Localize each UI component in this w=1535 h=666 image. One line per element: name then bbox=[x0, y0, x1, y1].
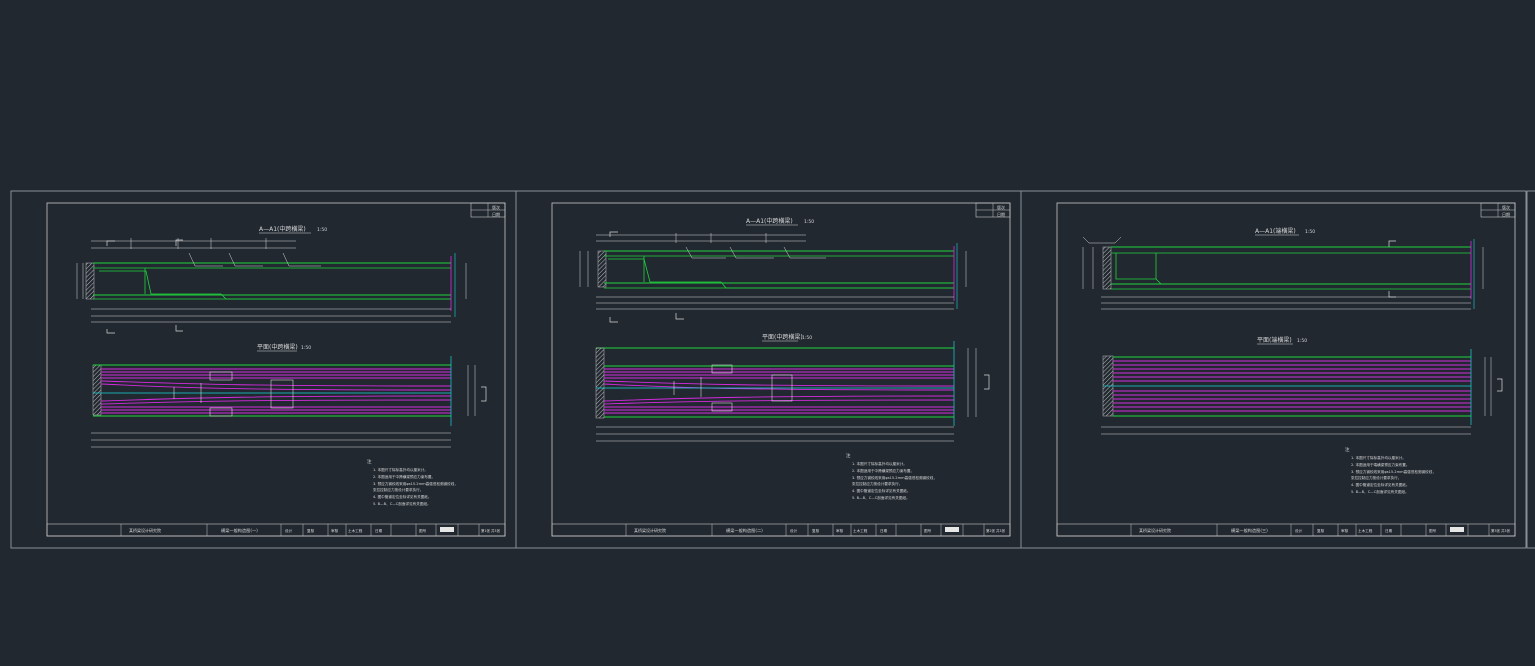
note-line-6: 5. B—B、C—C剖面详见有关图纸。 bbox=[852, 495, 910, 500]
title-cell-3: 审核 bbox=[836, 528, 844, 533]
title-sheet-no: 第3张 共3张 bbox=[1491, 528, 1511, 533]
plan-scale: 1:50 bbox=[1297, 338, 1307, 344]
plan-title: 平面(端横梁) bbox=[1257, 336, 1292, 344]
title-drawing-name: 横梁一般构造图(三) bbox=[1231, 527, 1268, 534]
note-line-3: 3. 预应力钢绞线采用φs15.2mm高强低松弛钢绞线， bbox=[373, 481, 458, 486]
title-drawing-name: 横梁一般构造图(二) bbox=[726, 527, 763, 534]
sheet-paper-border bbox=[10, 190, 517, 549]
title-company: 某桥梁设计研究院 bbox=[634, 527, 666, 533]
corner-label-2: 日期 bbox=[492, 211, 500, 217]
title-cell-2: 复核 bbox=[812, 528, 820, 533]
title-cell-2: 复核 bbox=[1317, 528, 1325, 533]
revision-corner-box: 版次 日期 bbox=[1480, 202, 1516, 218]
notes-heading: 注 bbox=[1345, 446, 1350, 453]
title-sheet-no: 第2张 共3张 bbox=[986, 528, 1006, 533]
section-view bbox=[579, 231, 967, 323]
title-cell-4: 土木工程 bbox=[853, 528, 868, 533]
drawing-frame bbox=[551, 202, 1011, 537]
note-line-6: 5. B—B、C—C剖面详见有关图纸。 bbox=[1351, 489, 1409, 494]
layout-sheet-2[interactable]: 版次 日期 A—A1(中跨横梁) 1:50 bbox=[515, 190, 1022, 549]
title-cell-1: 设计 bbox=[790, 528, 798, 533]
note-line-5: 4. 图中管道定位坐标详见有关图纸。 bbox=[852, 488, 910, 493]
plan-scale: 1:50 bbox=[301, 345, 311, 351]
sheet-paper-border bbox=[515, 190, 1022, 549]
layout-sheet-1[interactable]: 版次 日期 A—A1(中跨横梁) 1:50 bbox=[10, 190, 517, 549]
title-cell-6: 图号 bbox=[924, 528, 932, 533]
title-block: 某桥梁设计研究院 横梁一般构造图(三) 设计 复核 审核 土木工程 日期 图号 … bbox=[1056, 523, 1516, 537]
title-block: 某桥梁设计研究院 横梁一般构造图(一) 设计 复核 审核 土木工程 日期 图号 … bbox=[46, 523, 506, 537]
notes-block: 注 1. 本图尺寸除标高外均以厘米计。 2. 本图适用于中跨横梁预应力束布置。 … bbox=[846, 452, 937, 500]
note-line-3: 3. 预应力钢绞线采用φs15.2mm高强低松弛钢绞线， bbox=[852, 475, 937, 480]
title-cell-5: 日期 bbox=[375, 528, 383, 533]
section-title: A—A1(中跨横梁) bbox=[259, 225, 306, 233]
drawing-frame bbox=[46, 202, 506, 537]
note-line-1: 1. 本图尺寸除标高外均以厘米计。 bbox=[852, 461, 907, 466]
plan-title: 平面(中跨横梁) bbox=[257, 343, 298, 351]
plan-view bbox=[1101, 349, 1503, 435]
title-cell-6: 图号 bbox=[1429, 528, 1437, 533]
section-title: A—A1(端横梁) bbox=[1255, 227, 1296, 235]
note-line-4: 张拉控制应力按设计要求执行。 bbox=[852, 481, 902, 486]
title-cell-3: 审核 bbox=[331, 528, 339, 533]
title-cell-4: 土木工程 bbox=[1358, 528, 1373, 533]
note-line-4: 张拉控制应力按设计要求执行。 bbox=[373, 487, 423, 492]
title-cell-4: 土木工程 bbox=[348, 528, 363, 533]
title-drawing-name: 横梁一般构造图(一) bbox=[221, 527, 258, 534]
title-sheet-no: 第1张 共3张 bbox=[481, 528, 501, 533]
note-line-3: 3. 预应力钢绞线采用φs15.2mm高强低松弛钢绞线， bbox=[1351, 469, 1436, 474]
section-scale: 1:50 bbox=[317, 227, 327, 233]
notes-heading: 注 bbox=[846, 452, 851, 459]
title-company: 某桥梁设计研究院 bbox=[1139, 527, 1171, 533]
sheet-paper-border bbox=[1020, 190, 1527, 549]
plan-title: 平面(中跨横梁) bbox=[762, 333, 803, 341]
notes-block: 注 1. 本图尺寸除标高外均以厘米计。 2. 本图适用于端横梁预应力束布置。 3… bbox=[1345, 446, 1436, 494]
title-cell-5: 日期 bbox=[880, 528, 888, 533]
title-cell-2: 复核 bbox=[307, 528, 315, 533]
plan-view bbox=[91, 356, 487, 448]
corner-label-1: 版次 bbox=[492, 204, 500, 210]
section-title: A—A1(中跨横梁) bbox=[746, 217, 793, 225]
title-cell-1: 设计 bbox=[1295, 528, 1303, 533]
note-line-2: 2. 本图适用于中跨横梁预应力束布置。 bbox=[373, 474, 435, 479]
layout-sheet-3[interactable]: 版次 日期 A—A1(端横梁) 1:50 平面(端横 bbox=[1020, 190, 1527, 549]
notes-heading: 注 bbox=[367, 458, 372, 465]
title-company: 某桥梁设计研究院 bbox=[129, 527, 161, 533]
section-scale: 1:50 bbox=[1305, 229, 1315, 235]
plan-view bbox=[595, 341, 990, 442]
note-line-4: 张拉控制应力按设计要求执行。 bbox=[1351, 475, 1401, 480]
revision-corner-box: 版次 日期 bbox=[975, 202, 1011, 218]
title-cell-3: 审核 bbox=[1341, 528, 1349, 533]
corner-label-1: 版次 bbox=[997, 204, 1005, 210]
section-scale: 1:50 bbox=[804, 219, 814, 225]
section-view bbox=[1082, 236, 1484, 310]
note-line-5: 4. 图中管道定位坐标详见有关图纸。 bbox=[373, 494, 431, 499]
note-line-1: 1. 本图尺寸除标高外均以厘米计。 bbox=[1351, 455, 1406, 460]
title-block: 某桥梁设计研究院 横梁一般构造图(二) 设计 复核 审核 土木工程 日期 图号 … bbox=[551, 523, 1011, 537]
note-line-2: 2. 本图适用于端横梁预应力束布置。 bbox=[1351, 462, 1409, 467]
corner-label-2: 日期 bbox=[997, 211, 1005, 217]
title-cell-6: 图号 bbox=[419, 528, 427, 533]
revision-corner-box: 版次 日期 bbox=[470, 202, 506, 218]
title-cell-5: 日期 bbox=[1385, 528, 1393, 533]
note-line-1: 1. 本图尺寸除标高外均以厘米计。 bbox=[373, 467, 428, 472]
plan-scale: 1:50 bbox=[802, 335, 812, 341]
corner-label-1: 版次 bbox=[1502, 204, 1510, 210]
section-view bbox=[76, 238, 467, 334]
note-line-6: 5. B—B、C—C剖面详见有关图纸。 bbox=[373, 501, 431, 506]
notes-block: 注 1. 本图尺寸除标高外均以厘米计。 2. 本图适用于中跨横梁预应力束布置。 … bbox=[367, 458, 458, 506]
note-line-5: 4. 图中管道定位坐标详见有关图纸。 bbox=[1351, 482, 1409, 487]
note-line-2: 2. 本图适用于中跨横梁预应力束布置。 bbox=[852, 468, 914, 473]
corner-label-2: 日期 bbox=[1502, 211, 1510, 217]
title-cell-1: 设计 bbox=[285, 528, 293, 533]
